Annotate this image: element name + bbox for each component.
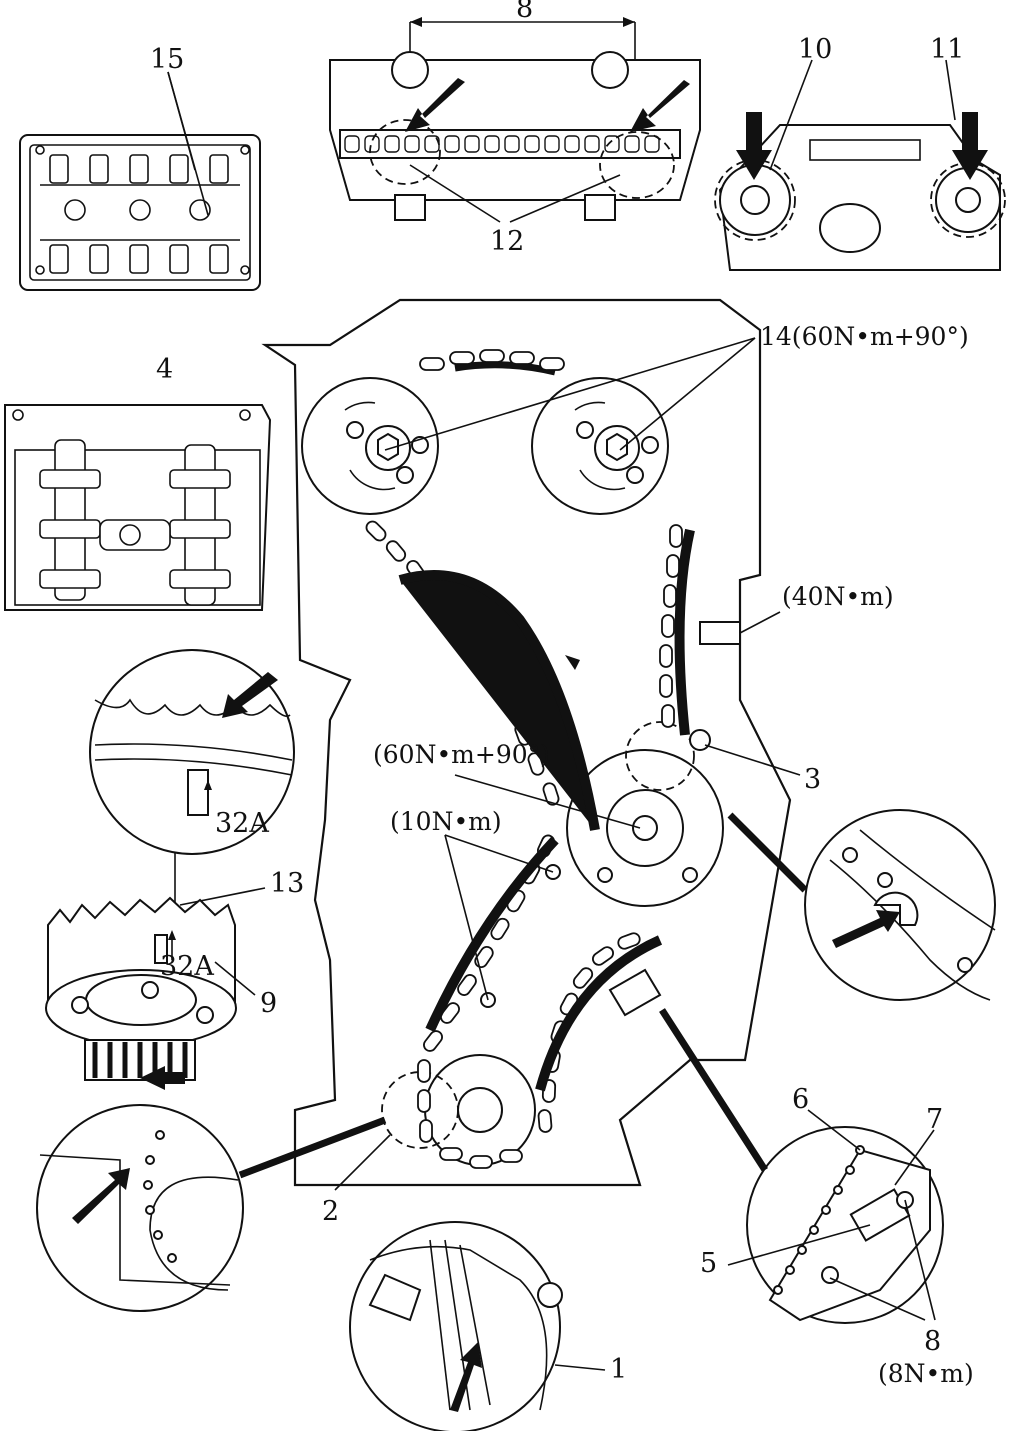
label-15: 15: [150, 44, 184, 75]
label-7: 7: [926, 1104, 943, 1135]
camshaft-top-inset: 8 12: [329, 0, 701, 257]
label-2: 2: [322, 1196, 339, 1227]
label-12: 12: [490, 226, 524, 257]
tooth-detail-inset: 32A: [89, 649, 295, 855]
camshaft-tool-inset: 4: [4, 354, 272, 611]
crank-pulley-inset: 1: [349, 1221, 627, 1433]
label-32a-top: 32A: [215, 808, 269, 839]
label-8-bottom: 8: [924, 1326, 941, 1357]
label-5: 5: [700, 1248, 717, 1279]
cylinder-head-inset: 15: [19, 44, 261, 291]
sprocket-front-inset: 10 11: [714, 34, 1006, 271]
torque-camshaft: 14(60N•m+90°): [760, 322, 969, 351]
torque-crank-idler: (60N•m+90°): [373, 740, 550, 769]
label-3: 3: [804, 764, 821, 795]
label-8-top: 8: [516, 0, 533, 24]
label-11: 11: [930, 34, 964, 65]
label-10: 10: [798, 34, 832, 65]
variator-inset: 13 32A 9: [45, 852, 304, 1090]
idler-mark-inset: [727, 809, 996, 1001]
engine-front-main: 14(60N•m+90°) (40N•m) (60N•m+90°) (10N•m…: [261, 298, 969, 1187]
torque-tensioner: (40N•m): [782, 582, 894, 611]
label-6: 6: [792, 1084, 809, 1115]
torque-guide: (10N•m): [390, 807, 502, 836]
label-32a-bottom: 32A: [160, 951, 214, 982]
label-1: 1: [610, 1354, 627, 1385]
torque-detail: (8N•m): [878, 1359, 974, 1388]
label-9: 9: [260, 988, 277, 1019]
crank-mark-inset: 2: [36, 1104, 391, 1312]
tensioner-detail-inset: 6 7 5 8 (8N•m): [659, 1008, 974, 1388]
label-13: 13: [270, 868, 304, 899]
label-4: 4: [156, 354, 173, 385]
